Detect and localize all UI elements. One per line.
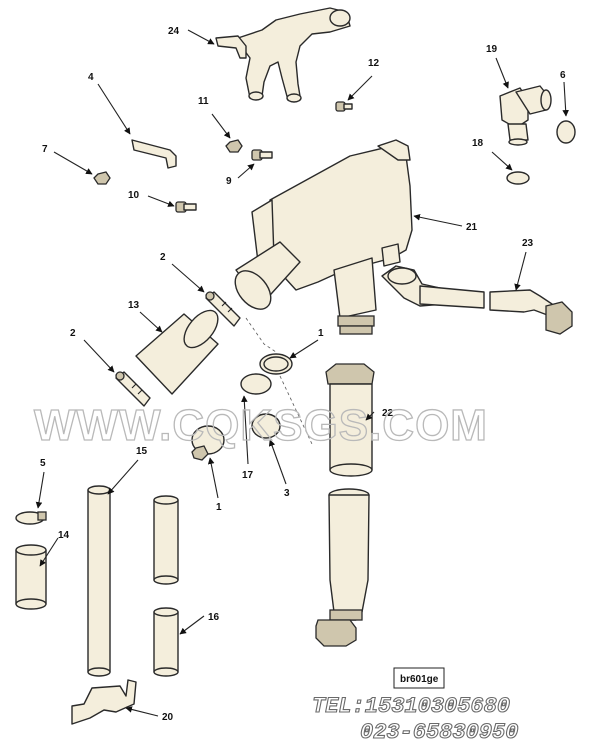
callout-11: 11: [198, 96, 209, 107]
callout-3: 3: [284, 488, 290, 499]
callout-10: 10: [128, 190, 140, 201]
callout-13: 13: [128, 300, 140, 311]
callout-18: 18: [472, 138, 484, 149]
o-ring-part-6: [556, 120, 576, 144]
callout-5: 5: [40, 458, 46, 469]
fitting-part-19: [499, 85, 552, 146]
callout-7: 7: [42, 144, 48, 155]
contact-phone: 023-65830950: [360, 720, 518, 745]
sleeve-part-13: [135, 309, 219, 395]
clamp-ring-part-1-upper-inner: [263, 356, 289, 372]
callout-labels: 24 4 7 10 11 9 12 19 6 18 21 23 2 13 2 1…: [40, 26, 566, 723]
callout-9: 9: [226, 176, 232, 187]
watermark-text: WWW.CQKSGS.COM: [34, 401, 488, 450]
drawing-code-label: br601ge: [393, 667, 445, 689]
bolt-part-10: [175, 201, 197, 213]
clamp-part-2-upper: [205, 291, 241, 327]
callout-20: 20: [162, 712, 174, 723]
callout-21: 21: [466, 222, 478, 233]
callout-2-lower: 2: [70, 328, 76, 339]
callout-6: 6: [560, 70, 566, 81]
bracket-part-20: [71, 679, 137, 725]
clamp-part-1-lower: [191, 425, 225, 461]
clamp-ring-part-17: [240, 373, 272, 395]
callout-17: 17: [242, 470, 254, 481]
callout-1-upper: 1: [318, 328, 324, 339]
callout-4: 4: [88, 72, 94, 83]
muffler-part-21: [234, 139, 413, 335]
callout-19: 19: [486, 44, 498, 55]
bolt-part-9: [251, 149, 273, 161]
callout-15: 15: [136, 446, 148, 457]
clamp-part-5: [15, 511, 47, 525]
callout-16: 16: [208, 612, 220, 623]
clamp-part-2-lower: [115, 371, 151, 407]
callout-14: 14: [58, 530, 70, 541]
bolt-part-12: [335, 101, 353, 112]
tube-part-16: [153, 495, 179, 677]
y-pipe-part-24: [215, 7, 351, 103]
tube-part-15: [87, 485, 111, 677]
callout-24: 24: [168, 26, 180, 37]
tube-part-14: [15, 544, 47, 610]
callout-22: 22: [382, 408, 394, 419]
nut-part-7: [93, 171, 111, 185]
contact-tel: TEL:15310305680: [312, 694, 510, 719]
leader-lines: [35, 29, 569, 717]
exhaust-pipe-part-22: [315, 363, 375, 647]
flexible-line-part-23: [381, 265, 573, 335]
callout-12: 12: [368, 58, 380, 69]
nut-part-11: [225, 139, 243, 153]
callout-1-lower: 1: [216, 502, 222, 513]
drawing-code-text: br601ge: [400, 674, 439, 685]
bracket-part-4: [131, 139, 177, 169]
alignment-line: [245, 317, 277, 353]
clamp-ring-part-3: [251, 413, 281, 439]
alignment-line-2: [279, 375, 313, 445]
callout-23: 23: [522, 238, 534, 249]
callout-2-upper: 2: [160, 252, 166, 263]
o-ring-part-18: [506, 171, 530, 185]
